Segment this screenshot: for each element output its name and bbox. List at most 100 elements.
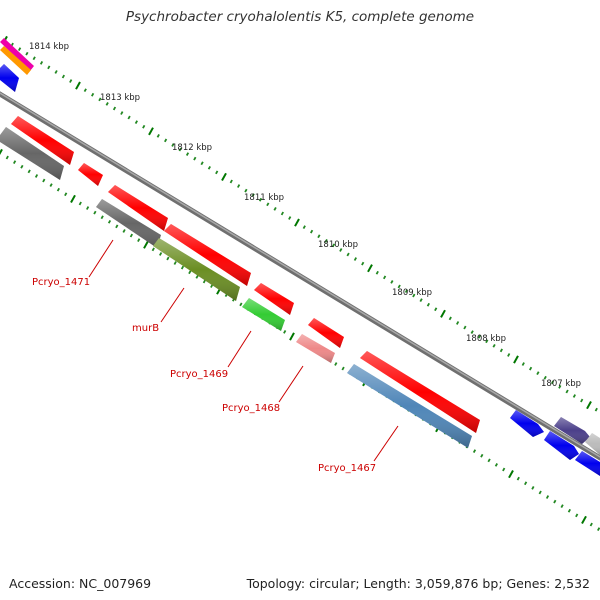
scale-tick — [164, 138, 168, 143]
scale-label-1811: 1811 kbp — [244, 193, 284, 203]
scale-tick — [83, 88, 87, 93]
scale-labels: 1814 kbp 1813 kbp 1812 kbp 1811 kbp 1810… — [29, 42, 581, 389]
gene-feature-gray-1[interactable] — [0, 127, 64, 180]
gene-feature-steel-blue[interactable] — [347, 364, 472, 448]
gene-feature-red-3[interactable] — [108, 185, 168, 231]
scale-tick — [524, 481, 528, 486]
scale-tick — [229, 179, 233, 184]
scale-tick — [221, 172, 227, 181]
gene-label-pcryo-1471[interactable]: Pcryo_1471 — [32, 277, 90, 288]
gene-feature-blue-1[interactable] — [510, 410, 544, 437]
scale-tick — [239, 302, 243, 307]
gene-label-pcryo-1469[interactable]: Pcryo_1469 — [170, 369, 228, 380]
scale-tick — [367, 264, 373, 273]
scale-tick — [390, 280, 394, 284]
gene-feature-blue-edge[interactable] — [0, 64, 19, 92]
scale-tick — [331, 243, 336, 248]
gene-feature-red-2[interactable] — [78, 163, 103, 186]
scale-tick — [98, 97, 102, 102]
scale-tick — [39, 60, 44, 65]
genes-label: Genes: — [506, 576, 551, 591]
scale-tick — [134, 120, 138, 125]
gene-label-group-murb[interactable]: murB — [132, 287, 185, 334]
scale-tick — [499, 348, 503, 353]
gene-label-group-pcryo-1469[interactable]: Pcryo_1469 — [170, 330, 252, 380]
gene-feature-green[interactable] — [242, 298, 285, 331]
scale-tick — [86, 206, 90, 210]
gene-feature-red-4[interactable] — [164, 224, 251, 286]
scale-tick — [195, 274, 199, 279]
gene-label-group-pcryo-1467[interactable]: Pcryo_1467 — [318, 425, 399, 474]
scale-tick — [567, 508, 571, 513]
map-title: Psychrobacter cryohalolentis K5, complet… — [125, 9, 475, 25]
topology-value: circular — [309, 576, 356, 591]
gene-feature-red-5[interactable] — [254, 283, 294, 315]
scale-tick — [0, 148, 3, 156]
scale-label-1812: 1812 kbp — [172, 143, 212, 153]
scale-tick — [70, 194, 76, 203]
genes-value: 2,532 — [554, 576, 590, 591]
scale-tick — [536, 371, 540, 376]
scale-tick — [151, 247, 155, 252]
gene-label-group-pcryo-1471[interactable]: Pcryo_1471 — [32, 239, 114, 288]
gene-feature-red-1[interactable] — [11, 116, 74, 165]
scale-tick — [589, 522, 593, 527]
scale-tick — [597, 527, 600, 532]
scale-tick — [470, 330, 474, 334]
scale-tick — [18, 47, 22, 52]
scale-tick — [75, 81, 81, 90]
scale-tick — [477, 334, 482, 339]
scale-tick — [404, 289, 409, 293]
gene-label-group-pcryo-1468[interactable]: Pcryo_1468 — [222, 365, 304, 414]
scale-tick — [302, 225, 306, 230]
scale-tick — [107, 219, 112, 224]
scale-label-1813: 1813 kbp — [100, 93, 140, 103]
scale-tick — [538, 490, 542, 495]
scale-tick — [361, 261, 365, 266]
scale-tick — [20, 164, 24, 169]
gene-feature-olive[interactable] — [153, 238, 240, 301]
scale-tick — [383, 275, 387, 280]
scale-tick — [324, 238, 328, 243]
scale-tick — [32, 56, 36, 61]
gene-label-murb[interactable]: murB — [132, 323, 159, 334]
scale-tick — [426, 302, 430, 307]
gene-feature-light-gray[interactable] — [585, 433, 600, 455]
scale-tick — [565, 389, 569, 394]
scale-tick — [200, 161, 204, 166]
scale-tick — [513, 355, 519, 364]
scale-tick — [317, 234, 321, 239]
gene-feature-orange[interactable] — [0, 46, 31, 75]
gene-feature-gray-2[interactable] — [96, 199, 161, 248]
scale-tick — [251, 193, 255, 198]
scale-tick — [550, 380, 555, 385]
scale-tick — [47, 65, 51, 70]
scale-tick — [237, 184, 241, 188]
gene-feature-purple[interactable] — [554, 417, 590, 444]
scale-tick — [440, 309, 446, 318]
gene-feature-magenta[interactable] — [0, 38, 34, 71]
gene-feature-red-7[interactable] — [360, 351, 480, 433]
gene-label-pcryo-1468[interactable]: Pcryo_1468 — [222, 403, 280, 414]
scale-tick — [105, 102, 109, 106]
scale-tick — [180, 265, 185, 270]
scale-tick — [266, 202, 270, 207]
scale-tick — [507, 353, 511, 357]
scale-tick — [273, 206, 277, 211]
gene-feature-pink[interactable] — [296, 334, 335, 363]
scale-tick — [56, 187, 60, 192]
scale-tick — [173, 261, 177, 265]
scale-tick — [171, 143, 175, 147]
gene-label-pcryo-1467[interactable]: Pcryo_1467 — [318, 463, 376, 474]
scale-tick — [193, 156, 197, 161]
scale-tick — [353, 257, 357, 261]
scale-tick — [575, 513, 579, 518]
scale-tick — [341, 366, 345, 371]
gene-feature-blue-3[interactable] — [575, 451, 600, 476]
scale-tick — [5, 155, 9, 160]
scale-tick — [397, 284, 401, 289]
gene-feature-blue-2[interactable] — [544, 431, 579, 460]
scale-tick — [185, 152, 190, 156]
gene-feature-red-6[interactable] — [308, 318, 344, 348]
